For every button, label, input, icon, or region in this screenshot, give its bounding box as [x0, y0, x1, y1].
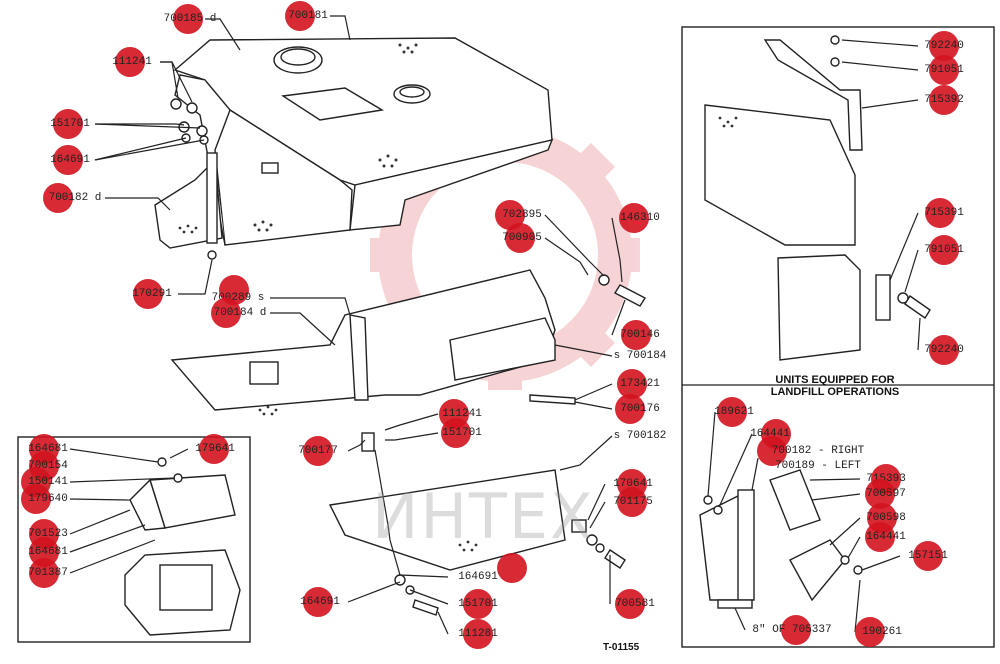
part-number-label: 700581: [615, 598, 655, 610]
callout-marker: [757, 436, 787, 466]
part-number-label: 151701: [50, 118, 90, 130]
inset-frame-left: [17, 436, 251, 643]
callout-marker: [781, 615, 811, 645]
part-number-label: 111241: [442, 408, 482, 420]
part-number-label: 151701: [458, 598, 498, 610]
part-number-label: 700182 d: [48, 192, 102, 204]
part-number-label: 173421: [620, 378, 660, 390]
part-number-label: 700181: [288, 10, 328, 22]
callout-marker: [199, 434, 229, 464]
note-line-2: LANDFILL OPERATIONS: [770, 386, 900, 398]
callout-marker: [621, 320, 651, 350]
watermark-text: ИНТЕХ: [372, 480, 595, 553]
callout-marker: [29, 558, 59, 588]
part-number-label: 164691: [300, 596, 340, 608]
drawing-number: T-01155: [603, 642, 640, 653]
callout-marker: [865, 522, 895, 552]
part-number-label: 164441: [866, 531, 906, 543]
inset-frame-right: [681, 26, 995, 648]
part-number-label: 164441: [750, 428, 790, 440]
part-number-label: 700182 - RIGHT: [771, 445, 865, 457]
part-number-label: 715391: [924, 207, 964, 219]
callout-marker: [505, 223, 535, 253]
hood-top: [173, 37, 554, 246]
part-number-label: 700598: [866, 512, 906, 524]
lower-hardware: [394, 274, 646, 616]
part-number-label: 701175: [613, 496, 653, 508]
part-number-label: 164691: [458, 571, 498, 583]
part-number-label: 170641: [613, 478, 653, 490]
part-number-label: 179641: [195, 443, 235, 455]
part-number-label: 791051: [924, 244, 964, 256]
callout-marker: [133, 279, 163, 309]
callout-marker: [615, 589, 645, 619]
side-panel-left: [154, 152, 223, 260]
callout-marker: [43, 183, 73, 213]
callout-marker: [53, 145, 83, 175]
callout-marker: [925, 198, 955, 228]
callout-marker: [303, 436, 333, 466]
note-line-1: UNITS EQUIPPED FOR: [775, 374, 895, 386]
callout-marker: [929, 235, 959, 265]
part-number-label: 791051: [924, 64, 964, 76]
callout-marker: [463, 589, 493, 619]
part-number-label: 111281: [458, 628, 498, 640]
part-number-label: 151701: [442, 427, 482, 439]
callout-marker: [441, 418, 471, 448]
part-number-label: 700146: [620, 329, 660, 341]
part-number-label: 157151: [908, 550, 948, 562]
callout-marker: [929, 55, 959, 85]
left-inset-parts: [124, 457, 241, 636]
part-number-label: 146310: [620, 212, 660, 224]
right-inset-bottom-parts: [699, 469, 863, 609]
callout-marker: [115, 47, 145, 77]
part-number-label: 700184 d: [213, 307, 267, 319]
part-number-label: 111241: [112, 56, 152, 68]
callout-marker: [53, 109, 83, 139]
callout-marker: [303, 587, 333, 617]
part-number-label: 179640: [28, 493, 68, 505]
callout-marker: [285, 1, 315, 31]
callout-marker: [615, 394, 645, 424]
callout-marker: [21, 484, 51, 514]
callout-marker: [717, 397, 747, 427]
part-number-label: 8" OF 705337: [752, 624, 832, 636]
note-landfill: UNITS EQUIPPED FOR LANDFILL OPERATIONS: [740, 374, 930, 398]
part-number-label: 700185 d: [163, 13, 217, 25]
part-number-label: 189621: [714, 406, 754, 418]
part-number-label: 702895: [502, 209, 542, 221]
part-number-label: 164681: [28, 546, 68, 558]
part-number-label: 792240: [924, 344, 964, 356]
part-number-label: 792240: [924, 40, 964, 52]
part-number-label: 700176: [620, 403, 660, 415]
right-inset-top-parts: [704, 35, 931, 361]
leader-lines: [69, 15, 921, 635]
part-number-label: 715392: [924, 94, 964, 106]
part-number-label: s 700182: [613, 430, 667, 442]
callout-marker: [913, 541, 943, 571]
middle-panel: [170, 269, 556, 416]
part-number-label: s 700184: [613, 350, 667, 362]
part-number-label: 170291: [132, 288, 172, 300]
part-number-label: 700905: [502, 232, 542, 244]
part-number-label: 700189 - LEFT: [775, 460, 861, 472]
callout-marker: [929, 335, 959, 365]
callout-marker: [211, 298, 241, 328]
part-number-label: 701387: [28, 567, 68, 579]
callout-marker: [497, 553, 527, 583]
part-number-label: 700597: [866, 488, 906, 500]
callout-marker: [929, 85, 959, 115]
callout-marker: [855, 617, 885, 647]
part-number-label: 190261: [862, 626, 902, 638]
part-number-label: 700177: [298, 445, 338, 457]
callout-marker: [173, 4, 203, 34]
callout-marker: [617, 487, 647, 517]
callout-marker: [619, 203, 649, 233]
part-number-label: 164691: [50, 154, 90, 166]
callout-marker: [463, 619, 493, 649]
